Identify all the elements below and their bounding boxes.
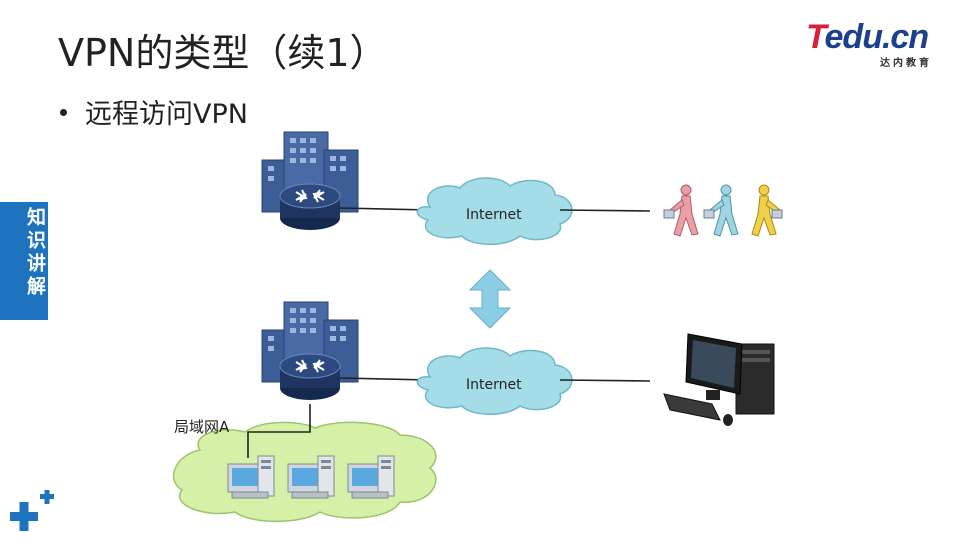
bullet-text: 远程访问VPN — [85, 99, 248, 130]
bottom-internet-label: Internet — [466, 377, 522, 393]
page-title: VPN的类型（续1） — [58, 31, 388, 75]
top-internet-cloud — [416, 177, 573, 245]
tedu-logo: Tedu.cn 达内教育 — [806, 18, 936, 69]
equivalence-arrow-icon — [468, 269, 512, 329]
top-building-router — [261, 131, 359, 231]
lan-a-label: 局域网A — [174, 418, 230, 436]
top-link-right — [559, 209, 651, 212]
bullet-dot — [60, 109, 67, 116]
top-internet-label: Internet — [466, 207, 522, 223]
bottom-building-router — [261, 301, 359, 401]
lan-uplink — [247, 404, 311, 458]
logo-subtitle: 达内教育 — [880, 58, 932, 69]
bullet-remote-access-vpn: 远程访问VPN — [60, 92, 248, 131]
plus-decoration-icon — [10, 490, 54, 531]
bottom-link-right — [559, 379, 651, 382]
top-link-left — [339, 207, 431, 211]
mobile-users-icon — [663, 184, 783, 237]
bottom-internet-cloud — [416, 347, 573, 415]
side-tab-label: 知识讲解 — [24, 207, 46, 299]
side-tab: 知识讲解 — [0, 202, 48, 320]
bottom-link-left — [339, 377, 431, 381]
desktop-pc-icon — [663, 333, 775, 426]
logo-wordmark: Tedu.cn — [806, 18, 929, 56]
